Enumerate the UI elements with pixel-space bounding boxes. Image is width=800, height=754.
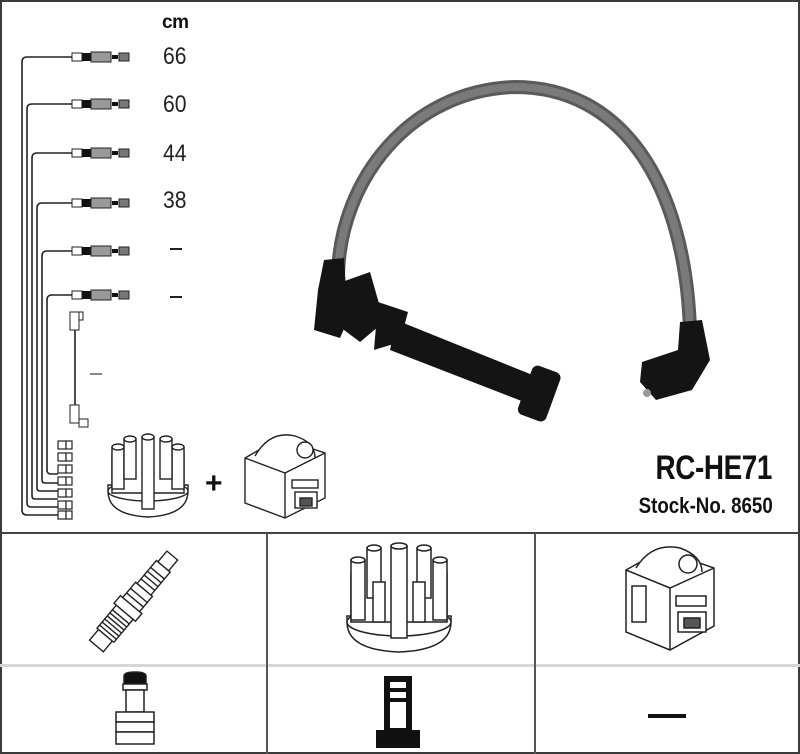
cable-photo	[314, 79, 710, 422]
table-top-divider	[0, 532, 800, 534]
table-col-divider-2	[534, 533, 536, 754]
no-part-dash	[648, 714, 686, 718]
plus-sign: +	[205, 467, 223, 500]
spark-plug-icon	[88, 550, 179, 653]
cable-length-1: 66	[163, 43, 187, 70]
cable-length-4: 38	[163, 187, 187, 214]
unit-label: cm	[162, 12, 189, 33]
stock-number: Stock-No. 8650	[638, 493, 773, 518]
ignition-coil-icon	[244, 434, 326, 519]
product-code: RC-HE71	[655, 449, 773, 487]
cable-end-connectors	[57, 51, 130, 520]
spark-plug-connector-icon	[115, 671, 155, 745]
cable-length-2: 60	[163, 91, 187, 118]
rotor-arm-icon	[376, 676, 420, 748]
cable-length-3: 44	[163, 140, 187, 167]
coil-lead-length-dash	[90, 373, 102, 375]
table-col-divider-1	[266, 533, 268, 754]
ignition-coil-icon	[625, 546, 715, 651]
table-row-divider	[0, 664, 800, 667]
distributor-cap-icon	[346, 542, 452, 653]
cable-length-6-dash	[170, 296, 182, 298]
cable-length-5-dash	[170, 248, 182, 250]
cable-schematic	[21, 51, 130, 520]
distributor-cap-icon	[107, 433, 189, 518]
